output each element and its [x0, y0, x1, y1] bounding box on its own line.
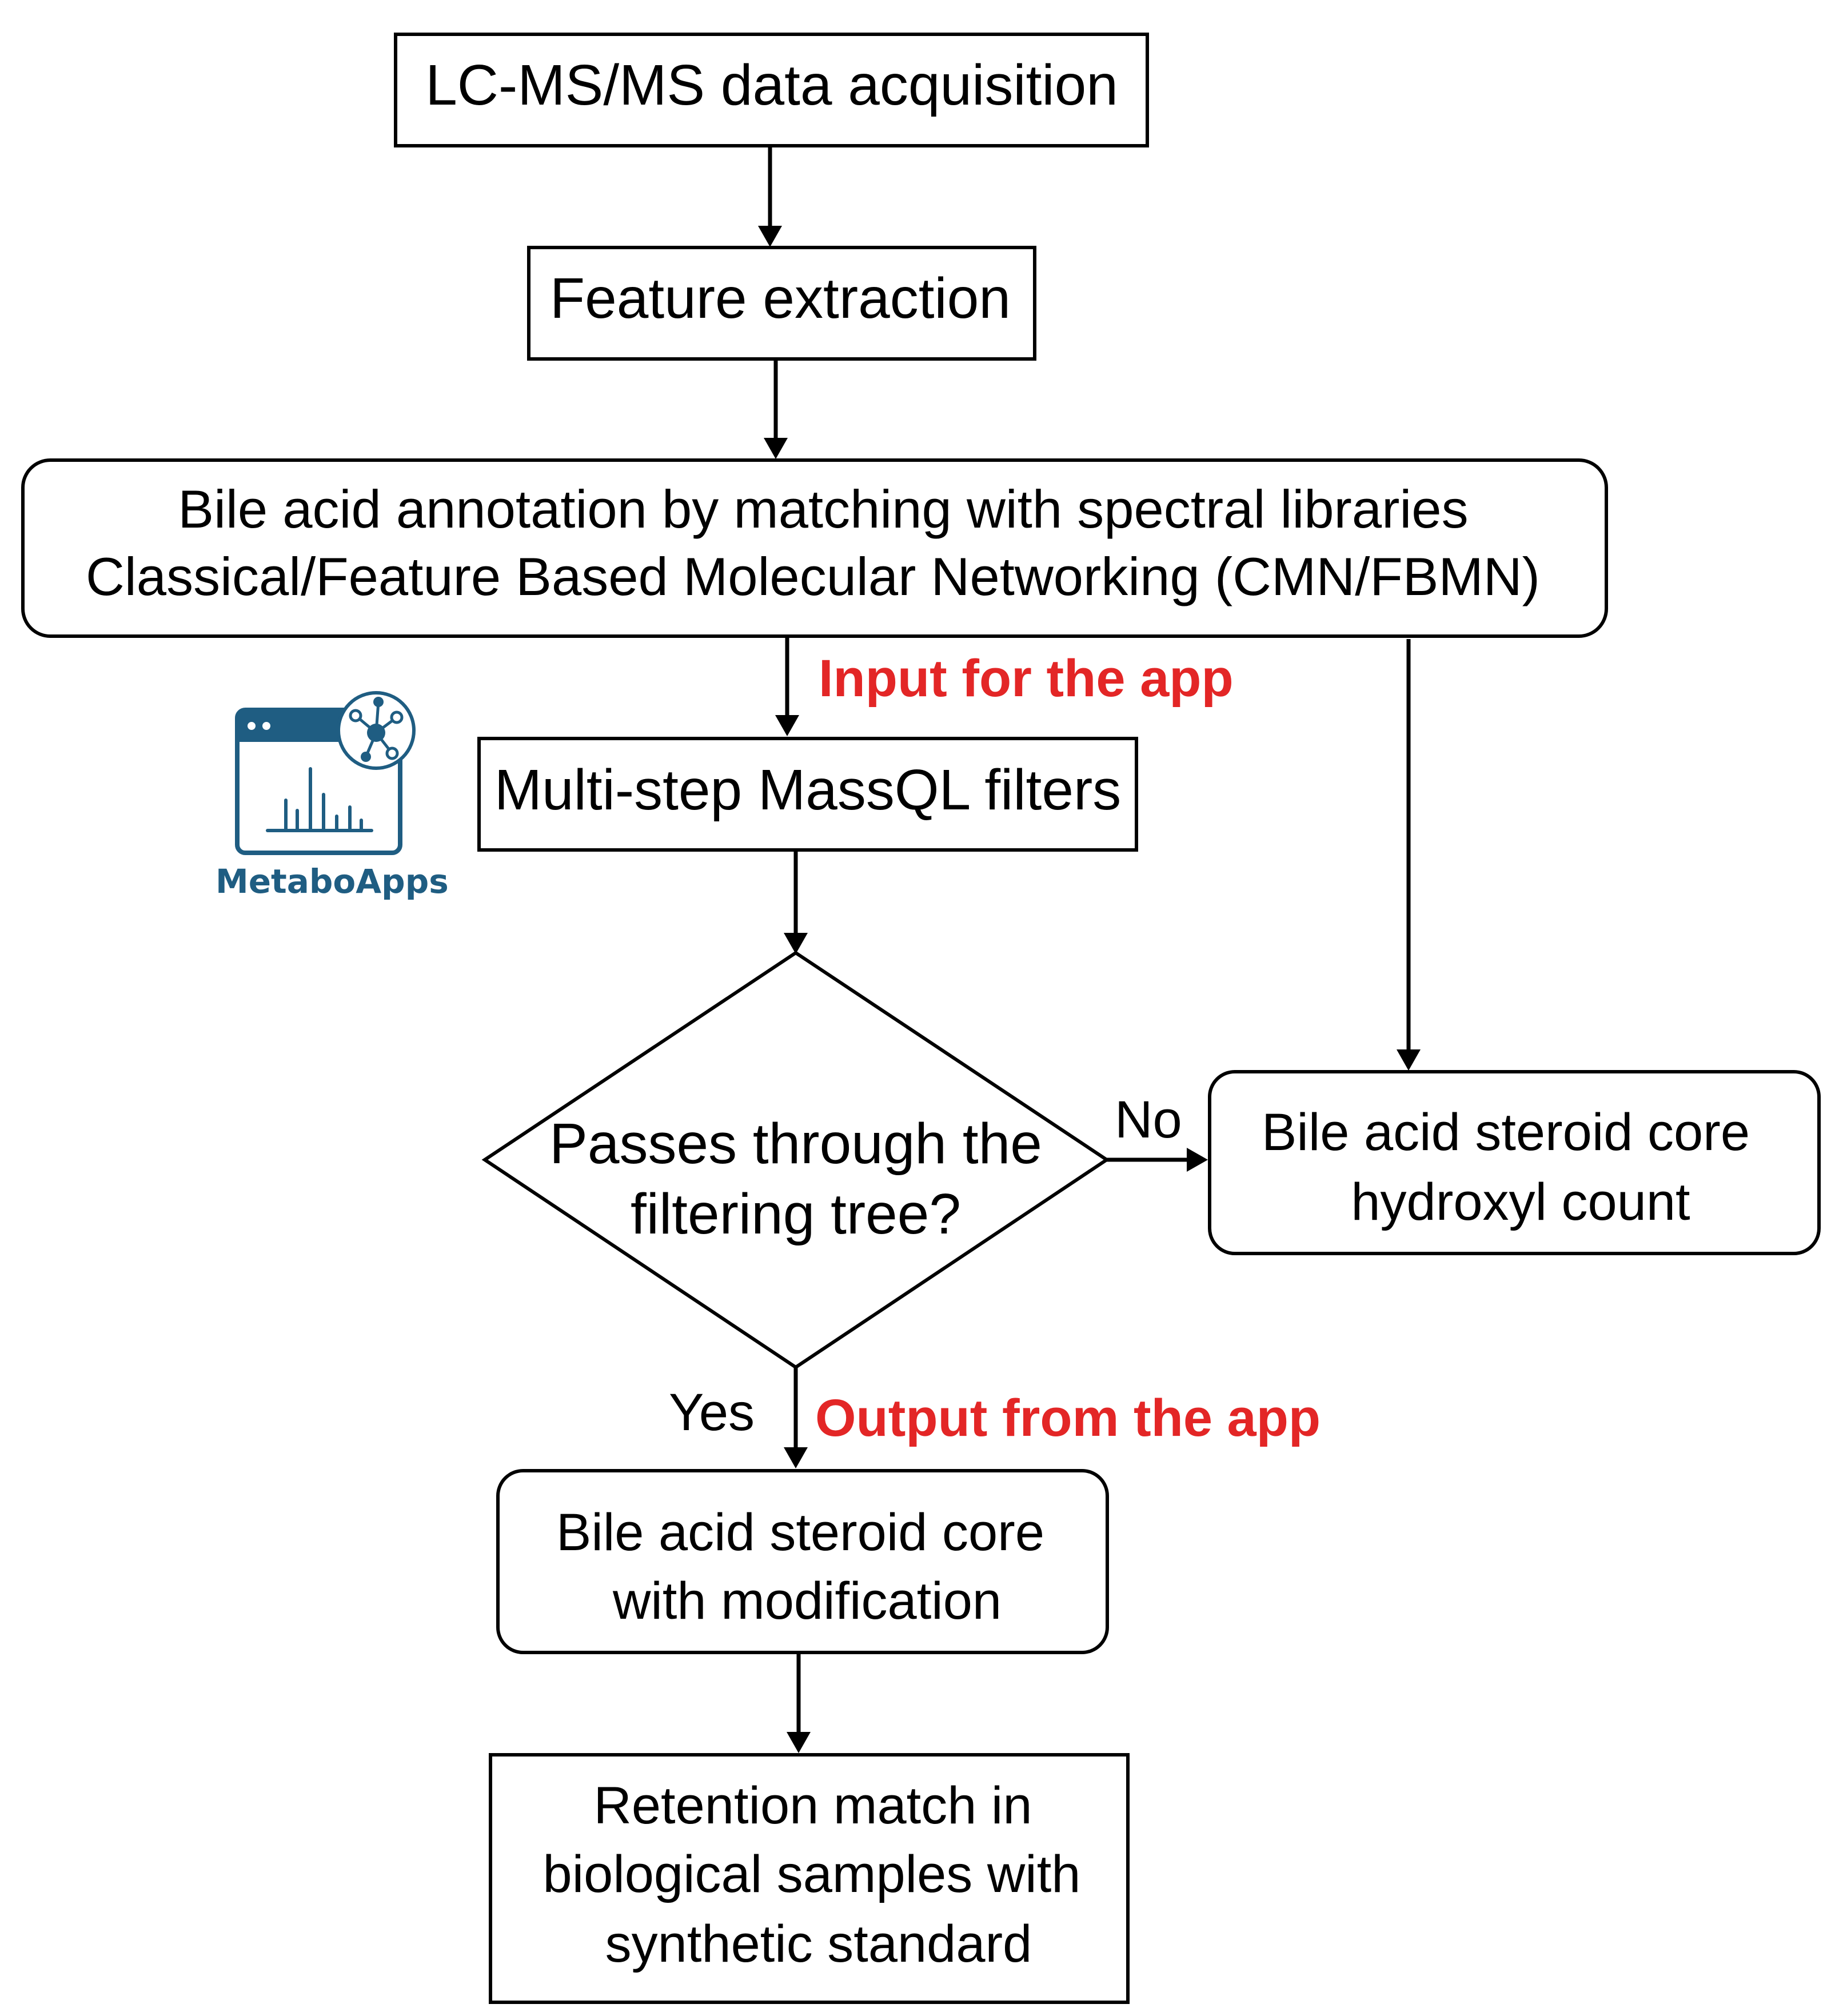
node-decision: Passes through the filtering tree? — [481, 951, 1110, 1370]
arrowhead-decision — [784, 933, 808, 954]
node-massql: Multi-step MassQL filters — [477, 737, 1138, 852]
arrowhead-feature — [758, 226, 782, 247]
metaboapps-app-icon — [235, 691, 416, 855]
yes-label: Yes — [669, 1383, 755, 1442]
metaboapps-wordmark: MetaboApps — [216, 862, 449, 901]
node-annotation: Bile acid annotation by matching with sp… — [21, 458, 1608, 638]
arrowhead-annotation — [764, 438, 788, 459]
node-hydroxyl: Bile acid steroid core hydroxyl count — [1208, 1070, 1821, 1255]
arrowhead-hydroxyl-top — [1397, 1049, 1421, 1071]
node-modification-line1: Bile acid steroid core — [556, 1503, 1044, 1562]
output-from-app-label: Output from the app — [815, 1389, 1321, 1447]
node-modification-line2: with modification — [612, 1572, 1002, 1630]
node-feature: Feature extraction — [527, 246, 1036, 361]
node-massql-label: Multi-step MassQL filters — [494, 758, 1122, 822]
decision-diamond — [481, 951, 1110, 1370]
metaboapps-logo: MetaboApps — [216, 691, 449, 901]
edges — [758, 146, 1421, 1753]
node-lcms-label: LC-MS/MS data acquisition — [425, 53, 1118, 117]
input-for-app-label: Input for the app — [819, 649, 1234, 708]
arrowhead-massql — [775, 715, 799, 736]
arrowhead-modification — [784, 1447, 808, 1468]
node-decision-line1: Passes through the — [549, 1112, 1042, 1176]
metaboapps-wordmark-part2: Apps — [356, 862, 448, 901]
node-hydroxyl-line1: Bile acid steroid core — [1262, 1103, 1750, 1161]
node-hydroxyl-line2: hydroxyl count — [1351, 1173, 1690, 1231]
node-feature-label: Feature extraction — [550, 266, 1011, 330]
node-decision-line2: filtering tree? — [631, 1182, 961, 1246]
node-retention-line2: biological samples with — [543, 1845, 1081, 1903]
node-retention-line1: Retention match in — [593, 1777, 1032, 1835]
node-lcms: LC-MS/MS data acquisition — [394, 33, 1149, 147]
metaboapps-wordmark-part1: Metabo — [216, 862, 356, 901]
node-modification: Bile acid steroid core with modification — [496, 1469, 1109, 1654]
no-label: No — [1115, 1091, 1182, 1149]
node-annotation-line1: Bile acid annotation by matching with sp… — [178, 479, 1468, 539]
node-annotation-line2: Classical/Feature Based Molecular Networ… — [86, 546, 1540, 606]
arrowhead-retention — [787, 1732, 811, 1753]
arrowhead-hydroxyl-left — [1187, 1148, 1208, 1172]
node-retention-line3: synthetic standard — [605, 1915, 1032, 1973]
node-retention: Retention match in biological samples wi… — [489, 1753, 1130, 2004]
